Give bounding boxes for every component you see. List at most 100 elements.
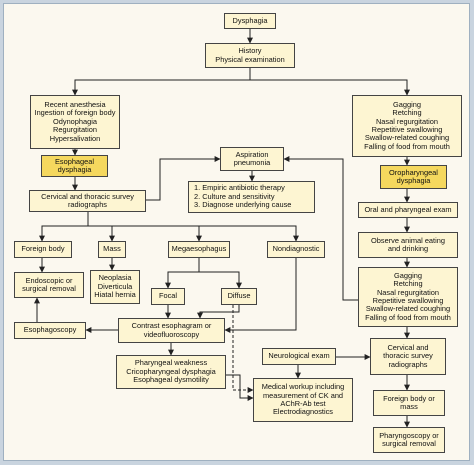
node-label-line: Cervical and — [387, 342, 429, 352]
node-label-line: Foreign body or — [383, 393, 435, 403]
node-label-line: Recent anesthesia — [44, 99, 106, 109]
node-label-line: Hypersalivation — [49, 133, 101, 143]
node-focal: Focal — [151, 288, 185, 305]
node-label-line: Focal — [158, 291, 178, 301]
connector-arrow — [197, 305, 240, 319]
node-label-line: Swallow-related coughing — [365, 304, 451, 314]
node-mass: Mass — [98, 241, 126, 258]
node-diffuse: Diffuse — [221, 288, 257, 305]
node-label-line: Contrast esophagram or — [131, 321, 212, 331]
node-megaesophagus: Megaesophagus — [168, 241, 230, 258]
node-label-line: Foreign body — [21, 244, 65, 254]
connector-arrow — [250, 79, 410, 96]
node-label-line: 1. Empiric antibiotic therapy — [194, 183, 285, 193]
node-label-line: Cricopharyngeal dysphagia — [126, 366, 216, 376]
node-label-line: Nondiagnostic — [272, 244, 320, 254]
node-label-line: dysphagia — [396, 176, 431, 185]
node-label-line: surgical removal — [22, 284, 76, 293]
node-label-line: Observe animal eating — [371, 235, 445, 245]
connector-arrow — [226, 374, 254, 401]
node-label-line: Diffuse — [227, 291, 251, 301]
node-label-line: Neurological exam — [268, 351, 330, 361]
node-label-line: 3. Diagnose underlying cause — [194, 200, 292, 210]
node-label-line: Oropharyngeal — [389, 167, 438, 177]
node-label-line: videofluoroscopy — [143, 329, 200, 339]
connector-arrow — [165, 258, 200, 289]
node-label-line: Repetitive swallowing — [371, 125, 443, 134]
connector-arrow — [72, 68, 251, 96]
node-label-line: radiographs — [388, 359, 428, 369]
node-label-line: Endoscopic or — [25, 275, 73, 285]
node-label-line: mass — [400, 402, 418, 411]
node-label-line: Mass — [103, 244, 121, 254]
node-label-line: Swallow-related coughing — [364, 133, 450, 143]
node-label-line: Esophageal — [54, 156, 95, 166]
node-label-line: thoracic survey — [383, 351, 433, 361]
node-label-line: Pharyngeal weakness — [134, 358, 208, 368]
node-label-line: Aspiration — [235, 149, 269, 159]
node-label-line: Falling of food from mouth — [364, 141, 450, 151]
node-label-line: pneumonia — [233, 158, 271, 167]
node-label-line: radiographs — [67, 200, 108, 209]
connector-arrow — [199, 225, 299, 242]
node-label-line: Retching — [392, 108, 422, 118]
connector-arrow — [88, 225, 115, 242]
node-label-line: Neoplasia — [98, 273, 132, 283]
node-label-line: Dysphagia — [232, 15, 268, 25]
node-foreign-body: Foreign body — [14, 241, 72, 258]
node-label-line: 2. Culture and sensitivity — [194, 191, 275, 201]
node-label-line: Repetitive swallowing — [372, 296, 444, 305]
node-label-line: Pharyngoscopy or — [379, 430, 439, 440]
connector-arrow — [39, 212, 89, 242]
node-label-line: Falling of food from mouth — [365, 312, 451, 322]
node-label-line: Cervical and thoracic survey — [41, 191, 134, 201]
node-nondiagnostic: Nondiagnostic — [267, 241, 325, 258]
node-label-line: measurement of CK and — [262, 390, 344, 400]
node-label-line: Electrodiagnostics — [273, 407, 333, 417]
node-label-line: Esophageal dysmotility — [133, 375, 209, 385]
node-label-line: History — [238, 46, 262, 56]
node-label-line: and drinking — [387, 244, 429, 253]
node-neuro-exam: Neurological exam — [262, 348, 336, 365]
connector-arrow-dashed — [232, 305, 254, 393]
node-label-line: Nasal regurgitation — [376, 287, 440, 297]
node-label-line: surgical removal — [382, 439, 436, 448]
node-label-line: Megaesophagus — [171, 244, 227, 254]
node-oral-exam: Oral and pharyngeal exam — [358, 202, 458, 218]
node-label-line: dysphagia — [57, 165, 92, 174]
node-label-line: Diverticula — [97, 281, 133, 291]
connector-arrow — [146, 156, 221, 201]
node-dysphagia: Dysphagia — [224, 13, 276, 29]
node-label-line: Regurgitation — [53, 125, 97, 135]
node-label-line: Nasal regurgitation — [375, 116, 439, 126]
node-label-line: Ingestion of foreign body — [34, 108, 116, 118]
connector-arrow — [199, 271, 242, 289]
connector-arrow — [224, 258, 297, 333]
node-label-line: Odynophagia — [53, 116, 97, 126]
node-label-line: AChR-Ab test — [280, 399, 326, 408]
node-label-line: Medical workup including — [261, 382, 345, 392]
node-label-line: Esophagoscopy — [23, 325, 77, 335]
node-label-line: Oral and pharyngeal exam — [364, 204, 452, 214]
node-esophagoscopy: Esophagoscopy — [14, 322, 86, 339]
connector-arrow — [283, 156, 358, 301]
node-label-line: Gagging — [393, 99, 421, 109]
node-label-line: Hiatal hernia — [94, 290, 136, 300]
node-label-line: Retching — [393, 279, 423, 289]
